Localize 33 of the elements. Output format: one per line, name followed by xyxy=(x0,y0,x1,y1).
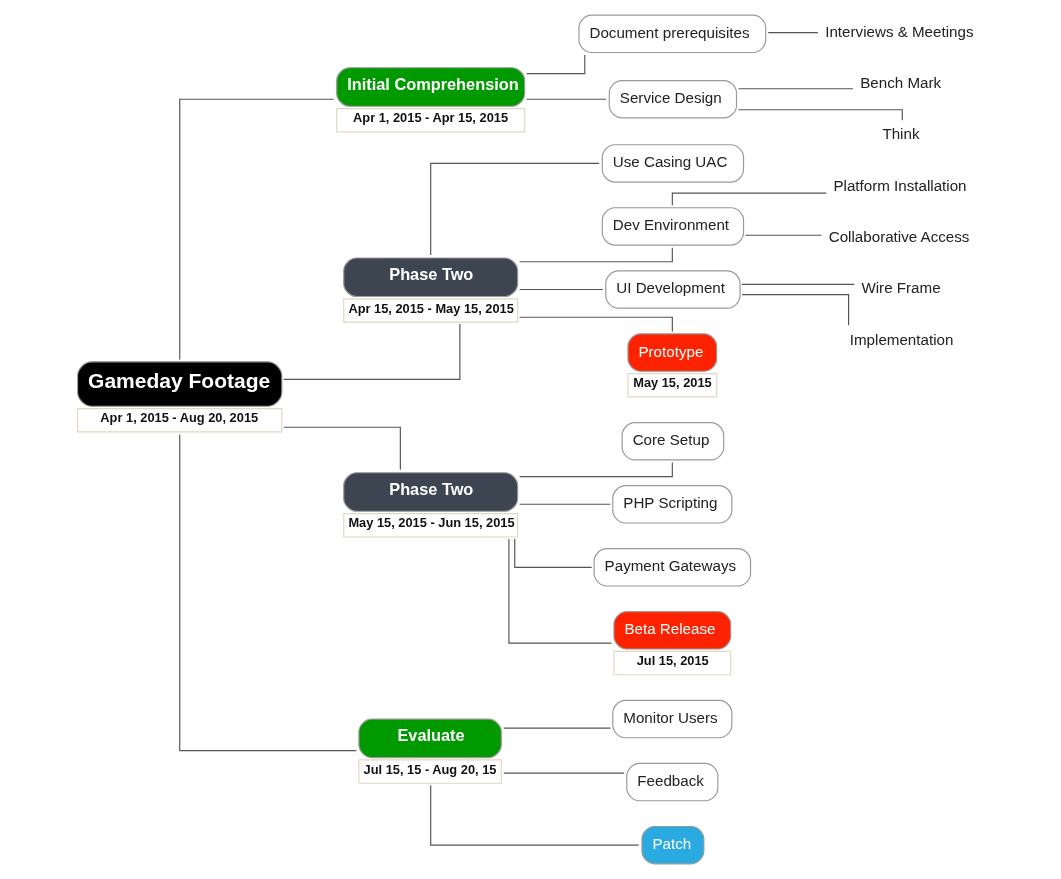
node-label: Jul 15, 15 - Aug 20, 15 xyxy=(363,761,497,777)
connector xyxy=(519,503,611,505)
connector xyxy=(525,98,607,100)
connector xyxy=(508,538,613,644)
node-text: Bench Mark xyxy=(860,74,942,92)
node-label: Jul 15, 2015 xyxy=(636,653,709,669)
node-text: Collaborative Access xyxy=(828,228,970,246)
node-text: Interviews & Meetings xyxy=(825,22,974,40)
node-text: Think xyxy=(882,125,920,143)
connector xyxy=(744,234,822,236)
connector xyxy=(767,32,819,34)
connector xyxy=(179,433,357,752)
node-text: Platform Installation xyxy=(833,176,967,194)
connector xyxy=(430,162,600,256)
connector xyxy=(741,293,850,326)
node-label: Apr 1, 2015 - Apr 15, 2015 xyxy=(353,110,509,126)
node-text: Implementation xyxy=(849,330,954,348)
node-label: Apr 1, 2015 - Aug 20, 2015 xyxy=(100,410,259,426)
connector xyxy=(514,538,593,568)
connector xyxy=(519,288,604,291)
node-label: May 15, 2015 xyxy=(633,375,712,391)
connector xyxy=(503,727,612,729)
connector xyxy=(283,426,401,471)
connector xyxy=(526,54,586,75)
connector xyxy=(179,98,335,361)
connector xyxy=(503,772,625,774)
connector xyxy=(283,323,461,380)
connector xyxy=(430,784,640,846)
node-text: Wire Frame xyxy=(861,279,941,297)
connector xyxy=(741,283,855,286)
node-label: Apr 15, 2015 - May 15, 2015 xyxy=(348,300,514,316)
node-label: May 15, 2015 - Jun 15, 2015 xyxy=(348,515,515,531)
connector xyxy=(737,88,854,90)
